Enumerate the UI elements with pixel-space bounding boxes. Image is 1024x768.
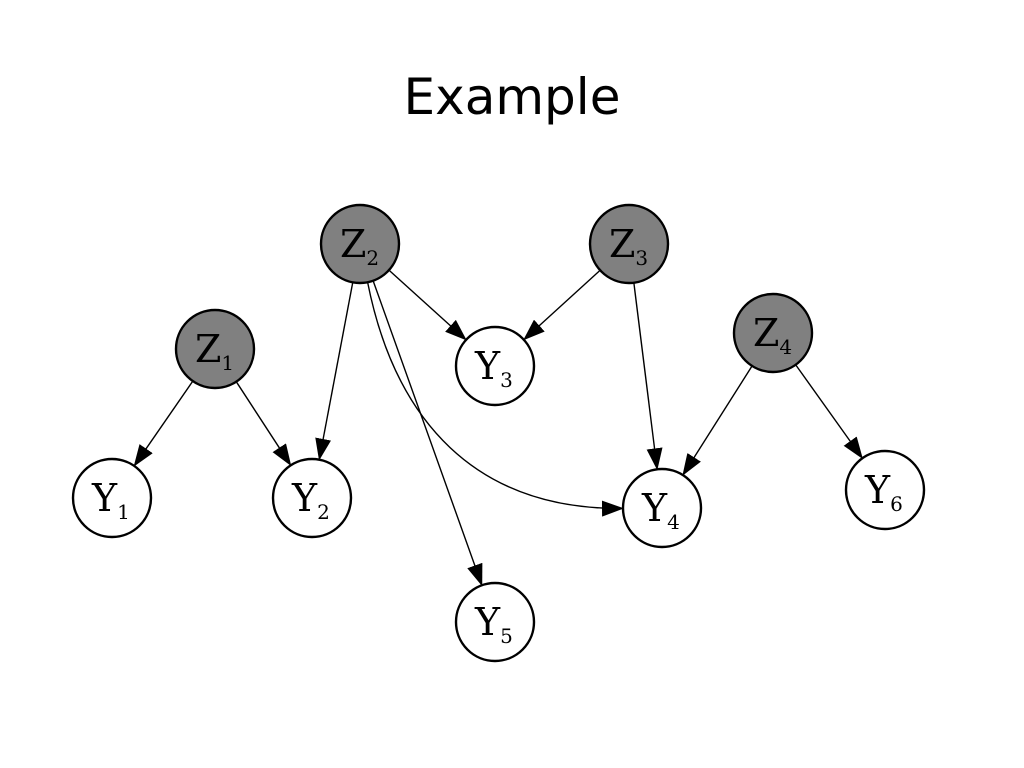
node-label-y5: Y5: [474, 600, 513, 648]
node-y3: Y3: [454, 325, 536, 407]
node-y5: Y5: [454, 581, 536, 663]
node-subscript: 6: [890, 492, 903, 516]
node-subscript: 3: [635, 246, 648, 270]
node-subscript: 1: [221, 351, 234, 375]
edge-z2-y3: [388, 269, 467, 341]
edge-z2-y5: [372, 280, 483, 587]
node-label-z3: Z3: [609, 222, 648, 270]
node-label-z1: Z1: [195, 327, 234, 375]
node-z1: Z1: [174, 308, 256, 390]
node-circle-z3: [588, 203, 670, 285]
node-y4: Y4: [621, 467, 703, 549]
node-label-y2: Y2: [291, 476, 330, 524]
node-label-y4: Y4: [641, 486, 680, 534]
node-label-y6: Y6: [864, 468, 903, 516]
node-subscript: 3: [500, 368, 513, 392]
node-z2: Z2: [319, 203, 401, 285]
node-letter: Z: [753, 311, 779, 355]
node-letter: Y: [864, 468, 891, 512]
node-letter: Z: [340, 222, 366, 266]
node-letter: Y: [474, 344, 501, 388]
node-label-y1: Y1: [91, 476, 130, 524]
node-circle-z2: [319, 203, 401, 285]
edge-z2-y4: [366, 282, 625, 517]
node-subscript: 4: [779, 335, 792, 359]
node-subscript: 2: [366, 246, 379, 270]
edge-z2-y2: [315, 282, 354, 461]
edge-z3-y3: [523, 269, 601, 341]
node-label-z2: Z2: [340, 222, 379, 270]
node-circle-z1: [174, 308, 256, 390]
node-letter: Y: [474, 600, 501, 644]
node-letter: Z: [609, 222, 635, 266]
node-letter: Y: [291, 476, 318, 520]
node-y1: Y1: [71, 457, 153, 539]
node-subscript: 1: [117, 500, 130, 524]
edge-z1-y1: [133, 380, 194, 467]
node-letter: Y: [641, 486, 668, 530]
slide-title: Example: [403, 68, 621, 126]
edge-z4-y4: [682, 365, 753, 476]
node-y6: Y6: [844, 449, 926, 531]
node-circle-y4: [621, 467, 703, 549]
node-circle-y5: [454, 581, 536, 663]
node-circle-y6: [844, 449, 926, 531]
edge-z1-y2: [235, 381, 292, 467]
node-z4: Z4: [732, 292, 814, 374]
edge-z4-y6: [795, 364, 863, 460]
node-letter: Y: [91, 476, 118, 520]
node-label-z4: Z4: [753, 311, 792, 359]
edge-z3-y4: [633, 282, 663, 471]
node-circle-z4: [732, 292, 814, 374]
edges-layer: [133, 269, 863, 587]
node-circle-y1: [71, 457, 153, 539]
node-z3: Z3: [588, 203, 670, 285]
node-letter: Z: [195, 327, 221, 371]
node-label-y3: Y3: [474, 344, 513, 392]
node-subscript: 4: [667, 510, 680, 534]
node-subscript: 2: [317, 500, 330, 524]
node-y2: Y2: [271, 457, 353, 539]
node-circle-y2: [271, 457, 353, 539]
node-subscript: 5: [500, 624, 513, 648]
node-circle-y3: [454, 325, 536, 407]
